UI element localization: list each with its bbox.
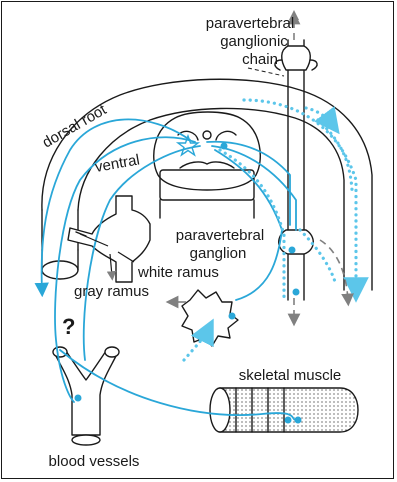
label-paravertebral-chain-2: ganglionic bbox=[220, 33, 288, 50]
label-skeletal-muscle: skeletal muscle bbox=[239, 367, 342, 384]
skeletal-muscle bbox=[210, 388, 358, 432]
label-gray-ramus: gray ramus bbox=[74, 283, 149, 300]
spinal-cord bbox=[154, 112, 261, 190]
label-paravertebral-ganglion-2: ganglion bbox=[190, 245, 247, 262]
ganglionic-chain bbox=[275, 18, 317, 320]
label-blood-vessels: blood vessels bbox=[49, 453, 140, 470]
blood-vessels bbox=[53, 347, 119, 445]
label-white-ramus: white ramus bbox=[137, 264, 219, 281]
label-paravertebral-chain-3: chain bbox=[242, 51, 278, 68]
label-paravertebral-chain-1: paravertebral bbox=[206, 15, 294, 32]
label-question-mark: ? bbox=[62, 314, 75, 339]
label-paravertebral-ganglion-1: paravertebral bbox=[176, 227, 264, 244]
vertebral-body bbox=[160, 170, 254, 218]
